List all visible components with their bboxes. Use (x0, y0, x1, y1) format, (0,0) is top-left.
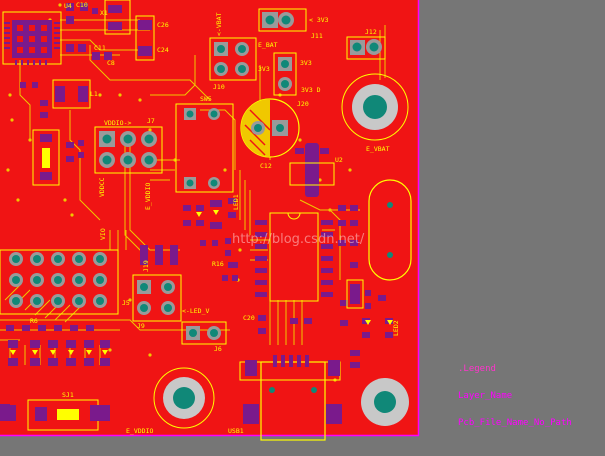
left-switch (32, 129, 60, 186)
label-usb1: USB1 (228, 427, 244, 435)
label-c24: C24 (157, 46, 169, 54)
label-c11: C11 (94, 44, 106, 52)
watermark: http://blog.csdn.net/ (232, 232, 365, 247)
j7-header[interactable] (94, 126, 163, 174)
label-e-bat: E_BAT (258, 41, 278, 49)
label-vio: VIO (99, 228, 107, 240)
mounting-hole-right (361, 378, 409, 426)
layer-legend: .Legend Layer_Name Pcb_File_Name_No_Path (458, 362, 572, 430)
label-vddcc: VDDCC (98, 177, 106, 197)
j20-connector[interactable] (273, 52, 297, 96)
left-edge-pads (0, 404, 10, 418)
label-3v3-b: 3V3 (300, 59, 312, 67)
j6-connector[interactable] (181, 321, 227, 345)
u2-regulator (289, 143, 335, 197)
left-header-grid[interactable] (0, 249, 119, 315)
j5-header[interactable] (132, 274, 182, 322)
label-x1: X1 (100, 9, 108, 17)
label-3v3-arrow: < 3V3 (309, 16, 329, 24)
bottom-led-array (6, 325, 110, 366)
label-u4: U4 (64, 2, 72, 10)
label-led1: LED1 (232, 194, 240, 210)
e-vbat-mounting-hole (341, 73, 409, 141)
sw5-switch[interactable] (175, 103, 234, 193)
label-j6: J6 (214, 345, 222, 353)
label-sj1: SJ1 (62, 391, 74, 399)
label-c10: C10 (76, 1, 88, 9)
j19-header[interactable] (140, 245, 178, 265)
label-e-vbat: E_VBAT (366, 145, 390, 153)
j11-connector[interactable] (258, 8, 307, 32)
j12-connector[interactable] (346, 36, 386, 60)
label-j5: J5 (122, 299, 130, 307)
label-j19: J19 (142, 260, 150, 272)
label-c8: C8 (107, 59, 115, 67)
u4-chip[interactable] (2, 11, 62, 65)
label-c26: C26 (157, 21, 169, 29)
c12-capacitor (240, 98, 300, 158)
label-j7: J7 (147, 117, 155, 125)
label-r16: R16 (212, 260, 224, 268)
label-led2: LED2 (392, 320, 400, 336)
label-3v3-a: 3V3 (258, 65, 270, 73)
label-vbat-arrow: <-VBAT (215, 12, 223, 36)
label-e-vddio-v: E_VDDIO (144, 183, 152, 210)
trace-layer (0, 19, 386, 365)
label-c20: C20 (243, 314, 255, 322)
e-vddio-mounting-hole (153, 367, 215, 429)
pcb-file-name-label: Pcb_File_Name_No_Path (458, 418, 572, 428)
label-c12: C12 (260, 162, 272, 170)
label-sw5: SW5 (200, 95, 212, 103)
layer-name-label: Layer_Name (458, 391, 513, 401)
smd-top-row (20, 3, 152, 162)
crystal-oval (368, 179, 412, 281)
pcb-board (0, 0, 418, 435)
j10-connector[interactable] (209, 37, 257, 81)
label-vddio-arrow: VDDIO-> (104, 119, 131, 127)
label-j11: J11 (311, 32, 323, 40)
label-e-vddio: E_VDDIO (126, 427, 153, 435)
label-u2: U2 (335, 156, 343, 164)
label-j12: J12 (365, 28, 377, 36)
label-l1: L1 (90, 90, 98, 98)
label-led-v: <-LED_V (182, 307, 209, 315)
main-ic (255, 212, 333, 302)
label-3v3-d: 3V3 D (301, 86, 321, 94)
led-symbols (196, 210, 393, 325)
legend-label: .Legend (458, 364, 496, 374)
l1-inductor (52, 79, 91, 109)
label-j9: J9 (137, 322, 145, 330)
smd-mid-cluster (183, 198, 393, 368)
label-r6: R6 (30, 317, 38, 325)
label-j10: J10 (213, 83, 225, 91)
label-j20: J20 (297, 100, 309, 108)
usb1-connector[interactable] (239, 355, 342, 441)
